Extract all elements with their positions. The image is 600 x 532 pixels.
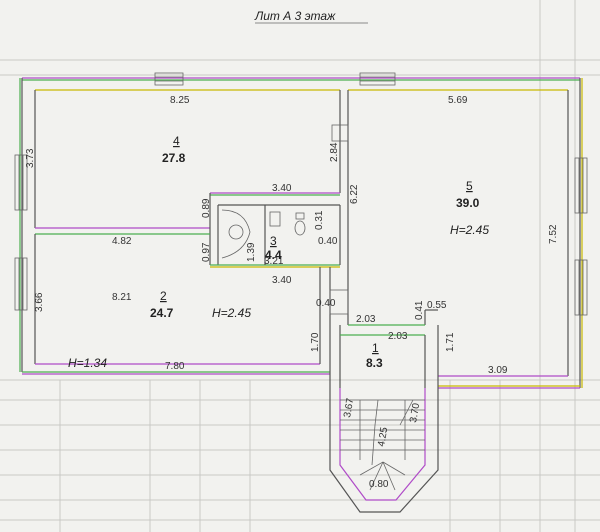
dim-284: 2.84 [329,142,340,162]
dim-366: 3.66 [34,292,45,312]
dim-040b: 0.40 [316,298,336,309]
dim-425: 4.25 [376,426,390,448]
shower-arc [221,209,251,259]
dim-340b: 3.40 [272,275,292,286]
dim-055: 0.55 [427,300,447,311]
dim-031: 0.31 [314,210,325,230]
room-2-height: H=2.45 [212,306,251,320]
dim-482: 4.82 [112,236,132,247]
dim-171: 1.71 [445,332,456,352]
dim-622: 6.22 [349,184,360,204]
dim-373: 3.73 [25,148,36,168]
stair-bay [329,388,439,513]
dim-203a: 2.03 [356,314,376,325]
outer-walls [19,77,583,389]
washbasin-icon [269,211,281,227]
dim-203b: 2.03 [388,331,408,342]
ceiling-heights: H=2.45 H=2.45 H=1.34 [68,223,489,370]
room-2-number: 2 [160,289,167,303]
room-labels: 4 27.8 5 39.0 3 4.4 2 24.7 1 8.3 [150,134,480,370]
dim-370: 3.70 [408,402,422,424]
room-4-number: 4 [173,134,180,148]
toilet-tank-icon [295,212,305,220]
room-3-area: 4.4 [265,248,282,262]
dimension-labels: 8.25 5.69 3.40 0.40 4.82 3.21 3.40 8.21 … [112,95,508,490]
interior-walls [34,89,569,388]
dim-041: 0.41 [414,300,425,320]
sanitary-fixtures [221,209,306,259]
room-5-area: 39.0 [456,196,480,210]
dim-367: 3.67 [342,397,356,419]
dim-780: 7.80 [165,361,185,372]
dim-089: 0.89 [201,198,212,218]
room-5-height: H=2.45 [450,223,489,237]
room-1-area: 8.3 [366,356,383,370]
dim-040a: 0.40 [318,236,338,247]
vertical-dimension-labels: 3.73 2.84 6.22 0.89 0.31 7.52 0.97 1.39 … [25,142,559,447]
dim-321: 3.21 [264,256,284,267]
room-3-number: 3 [270,234,277,248]
room-1-number: 1 [372,341,379,355]
left-bottom-height: H=1.34 [68,356,107,370]
windows [14,72,588,316]
dim-825: 8.25 [170,95,190,106]
dim-139: 1.39 [246,242,257,262]
room-2-area: 24.7 [150,306,174,320]
dim-080: 0.80 [369,479,389,490]
dim-170: 1.70 [310,332,321,352]
toilet-icon [294,220,306,236]
sink-icon [228,224,244,240]
dim-340a: 3.40 [272,183,292,194]
room-4-area: 27.8 [162,151,186,165]
dim-309: 3.09 [488,365,508,376]
dim-821: 8.21 [112,292,132,303]
room-5-number: 5 [466,179,473,193]
plan-title: Лит А 3 этаж [254,9,336,23]
dim-569: 5.69 [448,95,468,106]
dim-097: 0.97 [201,242,212,262]
dim-752: 7.52 [548,224,559,244]
